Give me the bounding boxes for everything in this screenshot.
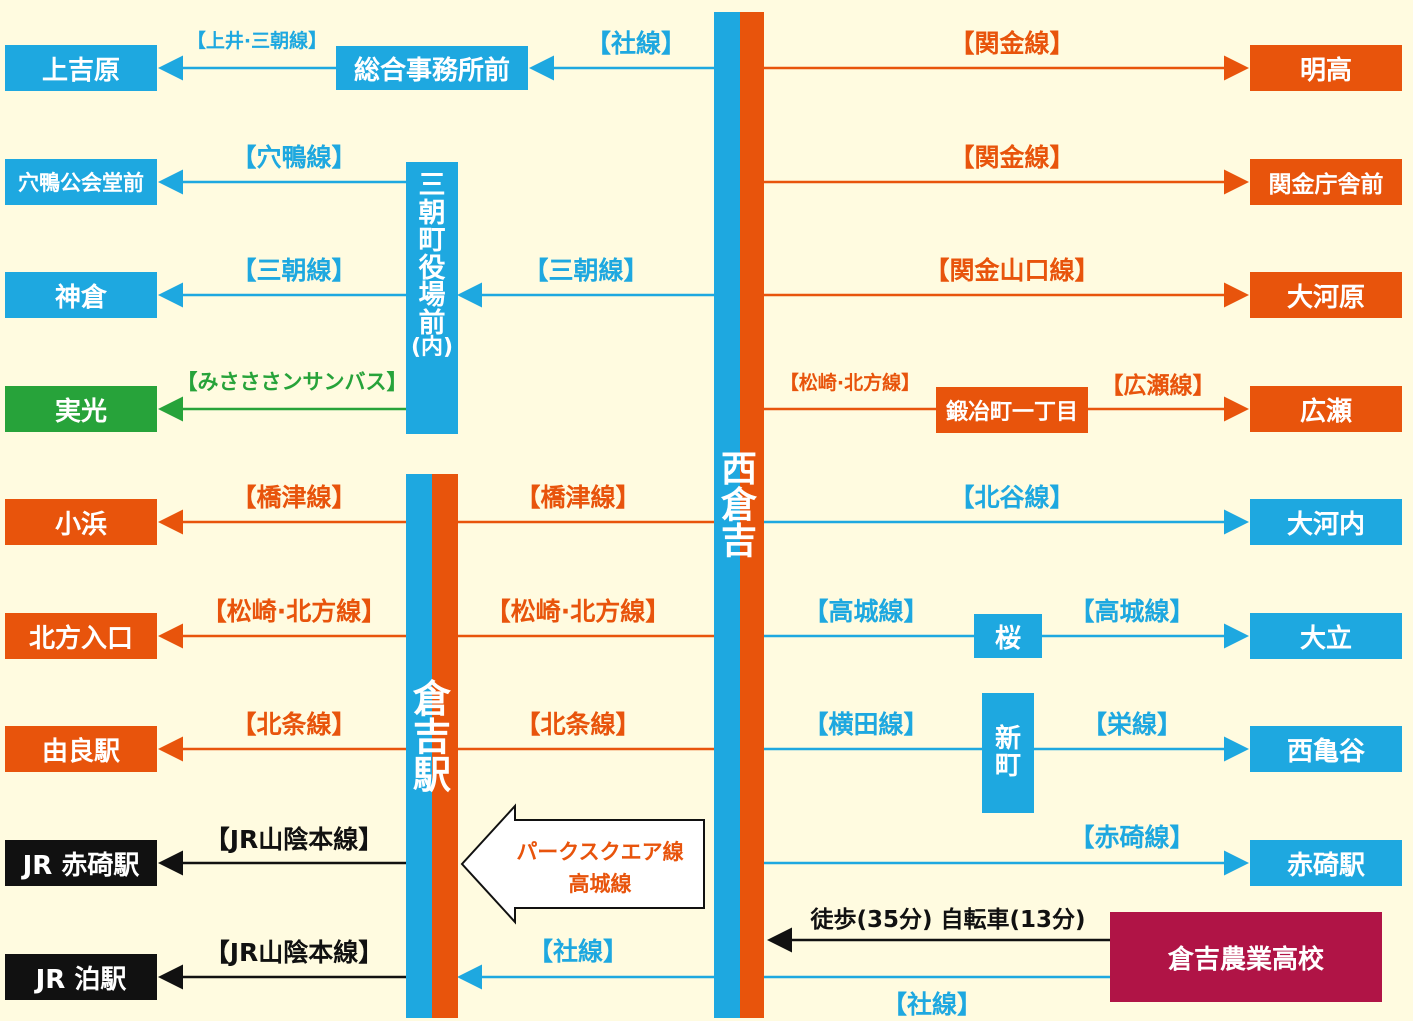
- dest-myoko[interactable]: 明高: [1250, 45, 1402, 91]
- misasa-char-3: 町: [418, 225, 446, 257]
- misasa-char-1: 三: [418, 170, 446, 201]
- transfer-line-2: 高城線: [568, 872, 632, 896]
- shinmachi-char-1: 新: [994, 723, 1021, 754]
- misasa-office-label: 三 朝 町 役 場 前 (内): [406, 172, 458, 360]
- label-takashiro-2: 【高城線】: [1069, 597, 1195, 626]
- dest-akasaki[interactable]: 赤碕駅: [1250, 840, 1402, 886]
- transfer-line-1: パークスクエア線: [516, 840, 684, 864]
- nishikurayoshi-trunk-orange: [740, 12, 764, 1018]
- misasa-office-trunk: [406, 162, 458, 434]
- label-kitadani: 【北谷線】: [949, 483, 1075, 512]
- kurayoshi-station-trunk-orange: [432, 474, 458, 1018]
- label-misasa-mid: 【三朝線】: [523, 256, 649, 285]
- label-misasa-left: 【三朝線】: [231, 256, 357, 285]
- school-box[interactable]: 倉吉農業高校: [1110, 912, 1382, 1002]
- label-sekigane-yamaguchi: 【関金山口線】: [924, 256, 1100, 285]
- dest-sekigane-chosha[interactable]: 関金庁舎前: [1250, 159, 1402, 205]
- nishikurayoshi-label: 西 倉 吉: [714, 452, 764, 560]
- dest-yura[interactable]: 由良駅: [5, 726, 157, 772]
- kurayoshi-station-char-1: 倉: [412, 677, 451, 721]
- label-sekigane-1: 【関金線】: [949, 29, 1075, 58]
- label-sakae: 【栄線】: [1081, 710, 1183, 739]
- label-matsuzaki-left: 【松崎·北方線】: [201, 597, 387, 626]
- nishikurayoshi-char-2: 倉: [720, 485, 757, 526]
- label-akasaki: 【赤碕線】: [1069, 823, 1195, 852]
- dest-nishikamedani[interactable]: 西亀谷: [1250, 726, 1402, 772]
- dest-jr-tomari[interactable]: JR 泊駅: [5, 954, 157, 1000]
- dest-jikko[interactable]: 実光: [5, 386, 157, 432]
- label-kamii-misasa: 【上井·三朝線】: [186, 30, 328, 52]
- nishikurayoshi-char-3: 吉: [720, 521, 757, 562]
- sakura-box[interactable]: 桜: [974, 614, 1042, 658]
- label-hirose: 【広瀬線】: [1100, 373, 1216, 399]
- kurayoshi-station-char-2: 吉: [412, 715, 451, 759]
- kurayoshi-station-char-3: 駅: [412, 753, 451, 797]
- nishikurayoshi-char-1: 西: [720, 449, 757, 490]
- dest-okawachi[interactable]: 大河内: [1250, 499, 1402, 545]
- dest-kamikura[interactable]: 神倉: [5, 272, 157, 318]
- kurayoshi-station-label: 倉 吉 駅: [406, 680, 458, 794]
- misasa-char-4: 役: [418, 252, 446, 284]
- label-sha-top: 【社線】: [585, 29, 687, 58]
- label-walk: 徒歩(35分) 自転車(13分): [810, 907, 1086, 933]
- shinmachi-box[interactable]: 新 町: [982, 693, 1034, 813]
- dest-hirose[interactable]: 広瀬: [1250, 386, 1402, 432]
- label-sekigane-2: 【関金線】: [949, 143, 1075, 172]
- sogo-jimusho-box[interactable]: 総合事務所前: [336, 46, 528, 90]
- dest-odachi[interactable]: 大立: [1250, 613, 1402, 659]
- label-hashizu-left: 【橋津線】: [231, 483, 357, 512]
- dest-anamo[interactable]: 穴鴨公会堂前: [5, 159, 157, 205]
- nishikurayoshi-trunk-blue: [714, 12, 740, 1018]
- misasa-char-6: 前: [418, 307, 446, 339]
- label-hojo-mid: 【北条線】: [515, 710, 641, 739]
- dest-kamiyoshihara[interactable]: 上吉原: [5, 45, 157, 91]
- label-hashizu-mid: 【橋津線】: [515, 483, 641, 512]
- kajimachi-box[interactable]: 鍛冶町一丁目: [936, 387, 1088, 433]
- label-takashiro-1: 【高城線】: [803, 597, 929, 626]
- dest-hokata-iriguchi[interactable]: 北方入口: [5, 613, 157, 659]
- label-jr-sanin-2: 【JR山陰本線】: [204, 938, 384, 967]
- label-yokota: 【横田線】: [803, 710, 929, 739]
- label-misasa-sunsun: 【みさささンサンバス】: [176, 370, 408, 394]
- dest-okawara[interactable]: 大河原: [1250, 272, 1402, 318]
- dest-kohama[interactable]: 小浜: [5, 499, 157, 545]
- label-anamo: 【穴鴨線】: [231, 143, 357, 172]
- label-matsuzaki-short: 【松崎·北方線】: [779, 372, 921, 394]
- label-hojo-left: 【北条線】: [231, 710, 357, 739]
- dest-jr-akasaki[interactable]: JR 赤碕駅: [5, 840, 157, 886]
- shinmachi-char-2: 町: [994, 751, 1021, 781]
- label-sha-mid: 【社線】: [527, 937, 629, 966]
- misasa-char-5: 場: [418, 280, 446, 312]
- transfer-arrow-shape: [460, 803, 705, 925]
- misasa-char-7: (内): [410, 335, 454, 361]
- kurayoshi-station-trunk-blue: [406, 474, 432, 1018]
- label-jr-sanin-1: 【JR山陰本線】: [204, 825, 384, 854]
- misasa-char-2: 朝: [418, 197, 446, 229]
- label-sha-bottom: 【社線】: [881, 990, 983, 1019]
- label-matsuzaki-mid: 【松崎·北方線】: [485, 597, 671, 626]
